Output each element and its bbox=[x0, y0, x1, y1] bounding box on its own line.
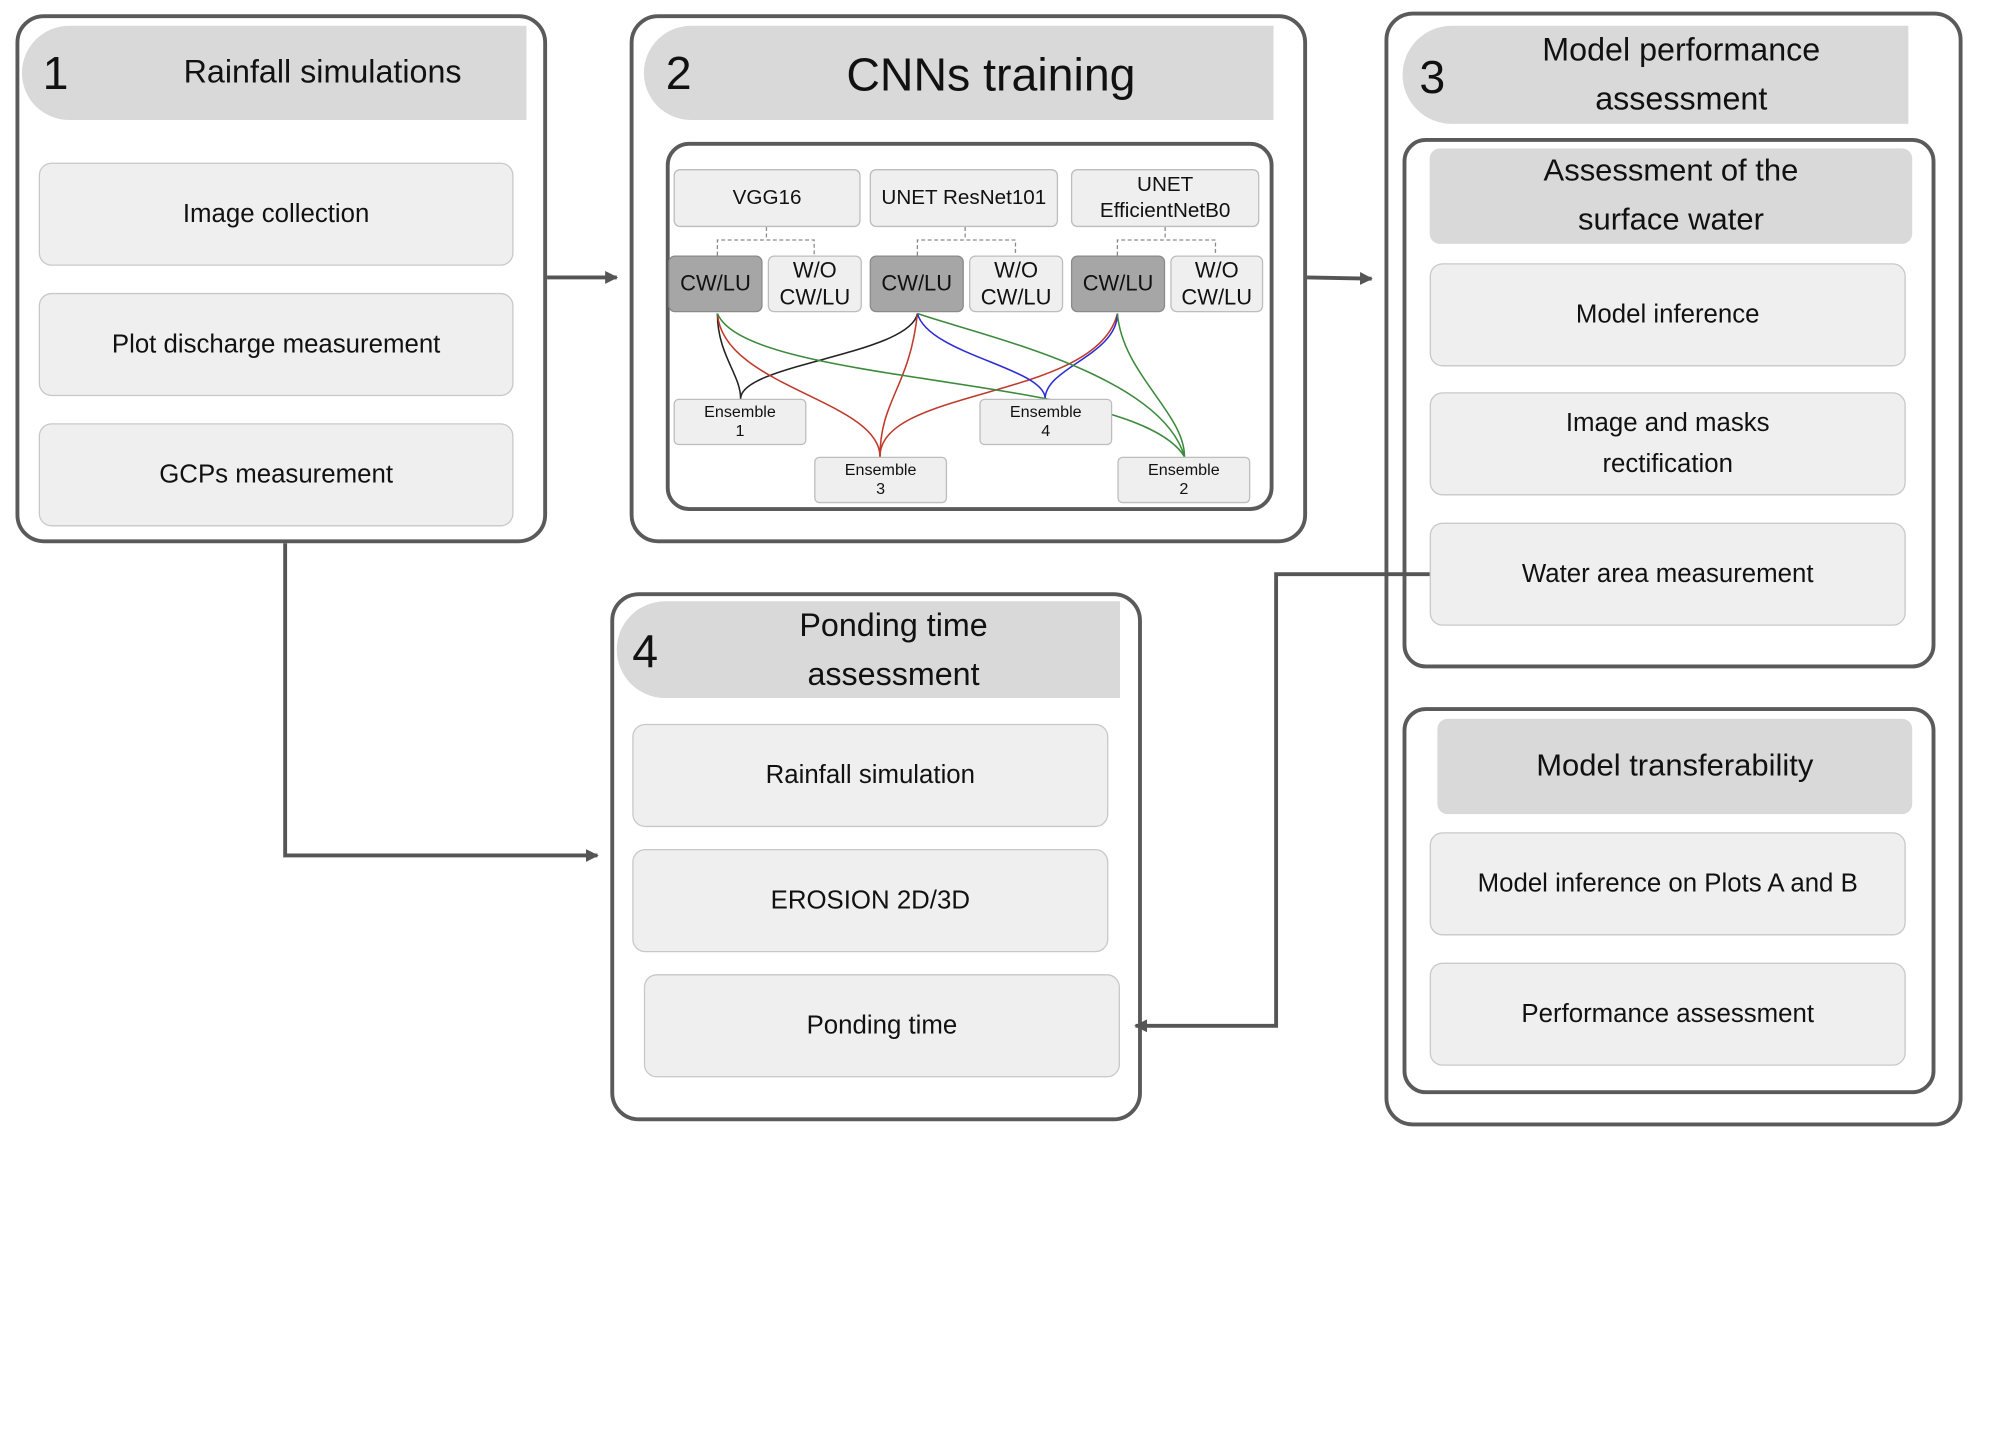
ensemble-4-label: Ensemble bbox=[1009, 402, 1082, 421]
erosion-2d3d-box: EROSION 2D/3D bbox=[632, 849, 1109, 953]
ensemble-3-label: Ensemble bbox=[844, 460, 917, 479]
model-unet-resnet101: UNET ResNet101 bbox=[869, 169, 1059, 228]
performance-assessment-box: Performance assessment bbox=[1429, 962, 1906, 1066]
ensemble-2-number: 2 bbox=[1179, 479, 1189, 499]
panel-3-number: 3 bbox=[1419, 50, 1446, 104]
panel-2-header bbox=[643, 25, 1274, 120]
panel-3-header bbox=[1402, 25, 1909, 124]
efficientnet-without-cwlu: W/O CW/LU bbox=[1170, 255, 1264, 313]
vgg16-with-cwlu: CW/LU bbox=[668, 255, 763, 313]
ensemble-2-label: Ensemble bbox=[1147, 460, 1220, 479]
ensemble-1-number: 1 bbox=[735, 421, 745, 440]
ensemble-4-number: 4 bbox=[1041, 421, 1051, 440]
plot-discharge-box: Plot discharge measurement bbox=[38, 292, 514, 397]
ensemble-4: Ensemble 4 bbox=[979, 398, 1113, 446]
arrow-1-to-4 bbox=[283, 543, 599, 862]
panel-2-title: CNNs training bbox=[846, 47, 1136, 101]
panel-4-header bbox=[616, 601, 1120, 699]
ponding-time-box: Ponding time bbox=[643, 974, 1120, 1078]
panel-1-title: Rainfall simulations bbox=[183, 54, 462, 91]
arrow-2-to-3 bbox=[1307, 272, 1373, 285]
panel-2-number: 2 bbox=[665, 46, 692, 100]
model-transferability-title: Model transferability bbox=[1437, 718, 1913, 815]
surface-water-title: Assessment of the surface water bbox=[1429, 148, 1913, 244]
ensemble-1: Ensemble 1 bbox=[673, 398, 807, 446]
ensemble-3: Ensemble 3 bbox=[814, 456, 948, 504]
panel-4-title: Ponding time assessment bbox=[799, 607, 988, 693]
panel-1-number: 1 bbox=[42, 46, 69, 100]
vgg16-without-cwlu: W/O CW/LU bbox=[767, 255, 862, 313]
ensemble-3-number: 3 bbox=[876, 479, 886, 499]
arrow-3-to-4 bbox=[1134, 572, 1430, 1033]
efficientnet-with-cwlu: CW/LU bbox=[1070, 255, 1166, 313]
rainfall-simulation-box: Rainfall simulation bbox=[632, 723, 1109, 828]
ensemble-2: Ensemble 2 bbox=[1117, 456, 1251, 504]
model-vgg16: VGG16 bbox=[673, 169, 861, 228]
panel-3-title: Model performance assessment bbox=[1542, 32, 1821, 118]
model-unet-efficientnetb0: UNET EfficientNetB0 bbox=[1070, 169, 1260, 228]
panel-1-header bbox=[21, 25, 527, 120]
ensemble-1-label: Ensemble bbox=[704, 402, 776, 421]
resnet101-with-cwlu: CW/LU bbox=[869, 255, 964, 313]
model-inference-box: Model inference bbox=[1429, 263, 1906, 367]
gcps-measurement-box: GCPs measurement bbox=[38, 423, 514, 527]
water-area-measurement-box: Water area measurement bbox=[1429, 522, 1906, 626]
image-collection-box: Image collection bbox=[38, 162, 514, 266]
panel-4-number: 4 bbox=[632, 624, 659, 678]
resnet101-without-cwlu: W/O CW/LU bbox=[969, 255, 1064, 313]
image-masks-rectification-box: Image and masks rectification bbox=[1429, 392, 1906, 496]
model-inference-plots-box: Model inference on Plots A and B bbox=[1429, 832, 1906, 936]
